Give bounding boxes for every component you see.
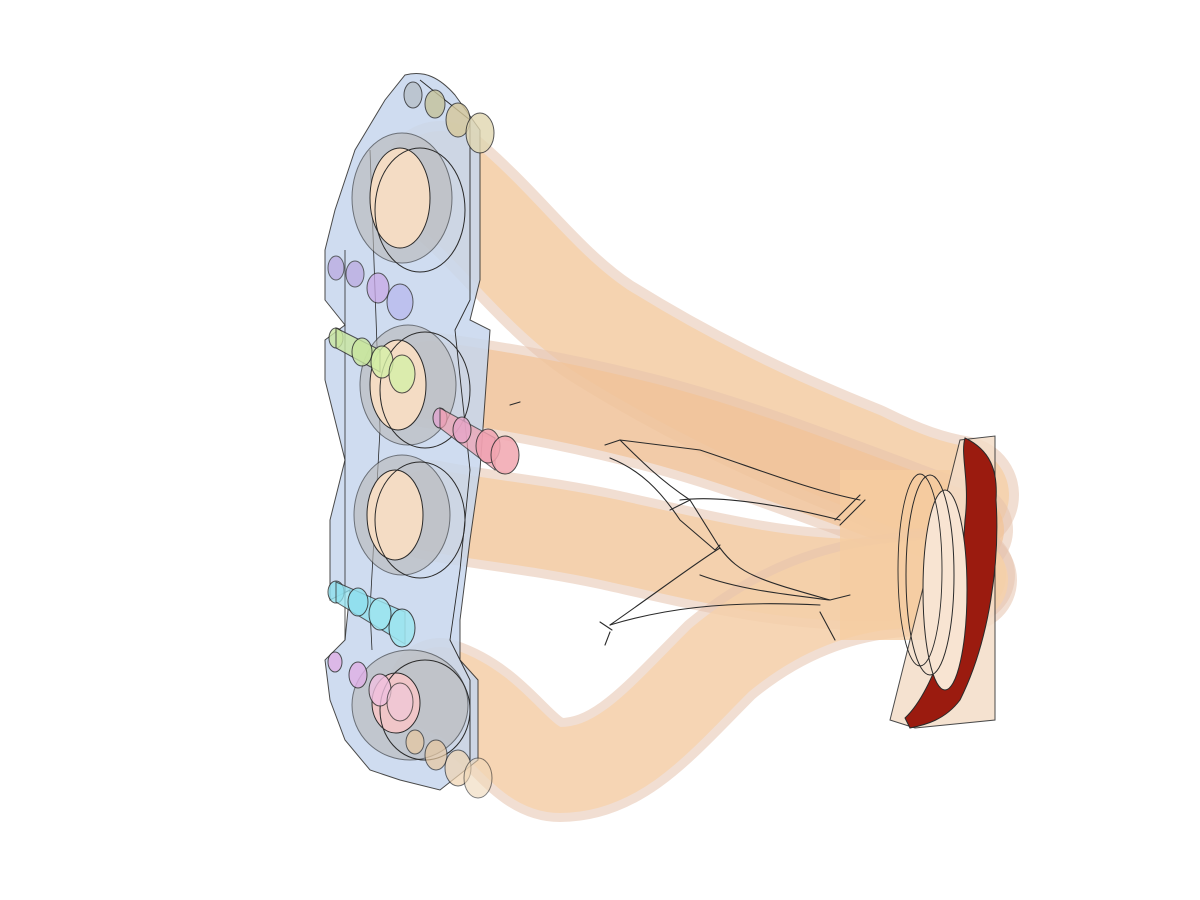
bolt-top[interactable] — [403, 81, 495, 154]
bolt-purple-upper[interactable] — [327, 255, 414, 321]
port-3 — [353, 454, 466, 579]
bolt-red[interactable] — [432, 407, 520, 475]
bolt-green[interactable] — [328, 327, 416, 394]
bolt-purple-lower[interactable] — [327, 651, 414, 722]
bolts — [327, 81, 520, 799]
port-1 — [351, 132, 466, 273]
bolt-bottom[interactable] — [405, 729, 493, 799]
collector-wireframe — [509, 401, 866, 646]
runners — [380, 121, 1019, 822]
outlet-flange[interactable] — [889, 435, 998, 729]
bolt-cyan[interactable] — [327, 580, 416, 648]
